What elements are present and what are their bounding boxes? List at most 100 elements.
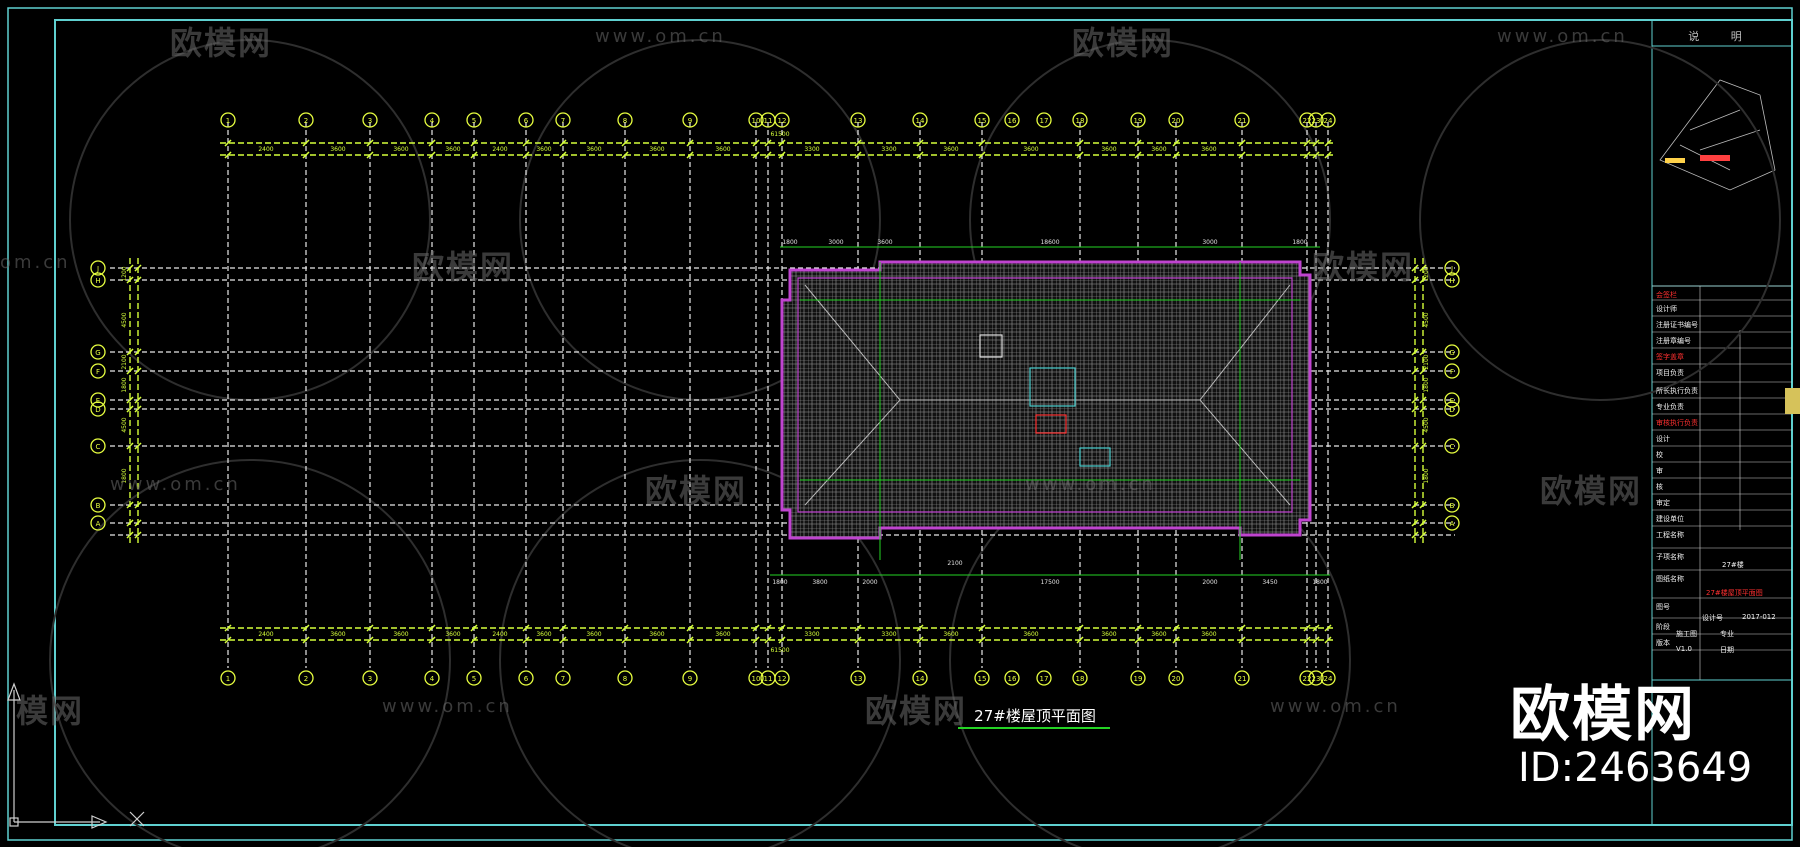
dimension-label-right: 4500 [1423, 312, 1430, 327]
axis-bubble-label: 10 [752, 117, 761, 125]
axis-bubble-label: 23 [1312, 675, 1321, 683]
axis-bubble-label: 20 [1172, 675, 1181, 683]
dimension-tick [559, 139, 567, 147]
axis-bubble-label: 15 [978, 675, 987, 683]
dimension-tick [126, 396, 134, 404]
dimension-tick [621, 624, 629, 632]
axis-bubble-label: 11 [764, 675, 773, 683]
dimension-label-bottom: 3600 [445, 631, 460, 638]
stage-value: 施工图 [1676, 630, 1697, 638]
dimension-tick [1076, 139, 1084, 147]
title-block-row-label: 设计师 [1656, 305, 1677, 313]
dimension-tick [1172, 139, 1180, 147]
dimension-tick [134, 367, 142, 375]
axis-bubble-left [90, 260, 106, 276]
axis-bubble-label: A [1450, 520, 1455, 528]
drawing-name-value: 27#楼屋顶平面图 [1706, 589, 1763, 597]
axis-bubble-label: 16 [1008, 117, 1017, 125]
dimension-tick [1419, 531, 1427, 539]
dimension-tick [224, 139, 232, 147]
axis-bubble-top [1168, 112, 1184, 128]
dimension-tick [1419, 405, 1427, 413]
dimension-tick [1419, 264, 1427, 272]
dimension-tick [1411, 264, 1419, 272]
dimension-tick [778, 151, 786, 159]
roof-hatch-box [979, 334, 1003, 358]
axis-bubble-label: 6 [524, 117, 529, 125]
dimension-label-right: 2100 [1423, 354, 1430, 369]
job-label: 设计号 [1702, 614, 1723, 622]
dimension-tick [978, 151, 986, 159]
axis-bubble-label: C [96, 443, 101, 451]
title-block-row-label: 子项名称 [1656, 553, 1684, 561]
title-block-row-label: 专业负责 [1656, 403, 1684, 411]
dimension-label-bottom: 3600 [393, 631, 408, 638]
title-block-row-label: 所长执行负责 [1656, 387, 1698, 395]
axis-bubble-label: 13 [854, 675, 863, 683]
axis-bubble-label: G [95, 349, 100, 357]
subitem-value: 27#楼 [1722, 561, 1744, 569]
brand-logo-text: 欧模网 [1510, 680, 1696, 750]
dimension-tick [134, 264, 142, 272]
axis-bubble-left [90, 392, 106, 408]
dimension-label-bottom: 3600 [1201, 631, 1216, 638]
title-block-row-label: 会签栏 [1656, 291, 1677, 299]
dimension-tick [134, 276, 142, 284]
dimension-tick [854, 624, 862, 632]
dimension-tick [366, 624, 374, 632]
dimension-label-top: 3600 [1151, 146, 1166, 153]
center-width-label: 2100 [947, 560, 962, 567]
dimension-tick [1303, 624, 1311, 632]
dimension-tick [302, 636, 310, 644]
axis-bubble-label: 2 [304, 117, 308, 125]
axis-bubble-right [1444, 363, 1460, 379]
dimension-tick [1134, 624, 1142, 632]
dimension-tick [1303, 139, 1311, 147]
dimension-label-bottom: 2400 [258, 631, 273, 638]
axis-bubble-top [362, 112, 378, 128]
dimension-total-top: 61500 [770, 131, 789, 138]
roof-parapet [797, 277, 1293, 513]
dimension-tick [1312, 636, 1320, 644]
dimension-label-bottom: 3600 [1101, 631, 1116, 638]
axis-bubble-bottom [774, 670, 790, 686]
dimension-tick [126, 501, 134, 509]
dimension-tick [134, 405, 142, 413]
dimension-tick [1411, 348, 1419, 356]
dimension-tick [1419, 501, 1427, 509]
title-block-row-label: 审 [1656, 467, 1663, 475]
date-label: 日期 [1720, 646, 1734, 654]
axis-bubble-top [555, 112, 571, 128]
axis-bubble-label: 16 [1008, 675, 1017, 683]
vent-box [1035, 414, 1067, 434]
axis-bubble-top [912, 112, 928, 128]
dimension-tick [134, 348, 142, 356]
axis-bubble-label: E [96, 397, 100, 405]
dimension-tick [1238, 151, 1246, 159]
axis-bubble-right [1444, 260, 1460, 276]
axis-bubble-bottom [1072, 670, 1088, 686]
dimension-tick [1411, 405, 1419, 413]
axis-bubble-top [1308, 112, 1324, 128]
dimension-tick [126, 367, 134, 375]
axis-bubble-label: 4 [430, 675, 435, 683]
axis-bubble-label: 24 [1324, 117, 1333, 125]
scroll-marker[interactable] [1785, 388, 1800, 414]
axis-bubble-top [1036, 112, 1052, 128]
dimension-label-bottom: 2400 [492, 631, 507, 638]
dimension-tick [126, 519, 134, 527]
dimension-label-bottom: 3600 [536, 631, 551, 638]
axis-bubble-label: A [96, 520, 101, 528]
dimension-tick [764, 624, 772, 632]
axis-bubble-top [1299, 112, 1315, 128]
axis-bubble-left [90, 515, 106, 531]
dimension-tick [1312, 624, 1320, 632]
axis-bubble-left [90, 438, 106, 454]
dimension-tick [621, 636, 629, 644]
dimension-tick [978, 139, 986, 147]
dimension-tick [854, 139, 862, 147]
dimension-tick [366, 151, 374, 159]
dimension-tick [1324, 139, 1332, 147]
dimension-label-left: 4500 [121, 417, 128, 432]
